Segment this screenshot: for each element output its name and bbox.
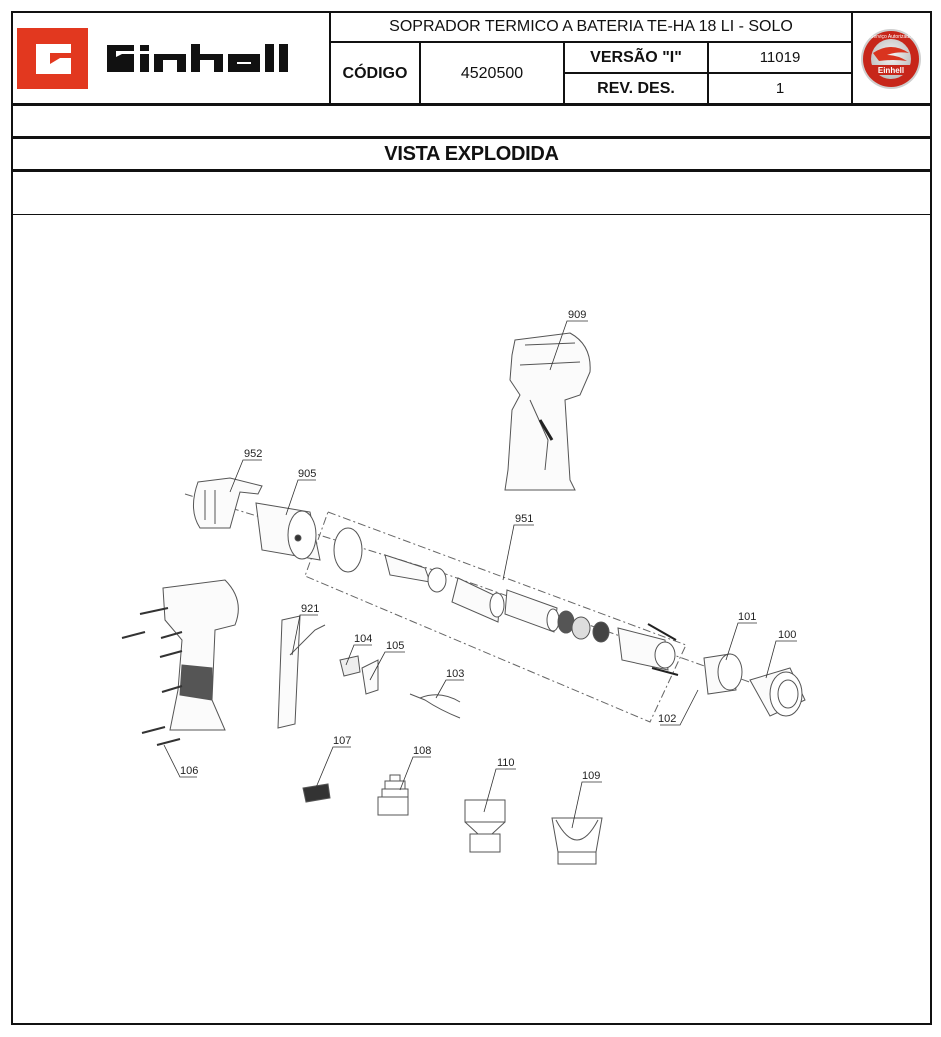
version-label: VERSÃO "I" (590, 48, 682, 66)
part-921-board (277, 615, 326, 729)
label-110: 110 (497, 757, 515, 769)
rule (11, 169, 932, 172)
part-909-housing (504, 332, 591, 491)
svg-text:Einhell: Einhell (878, 66, 904, 75)
label-108: 108 (413, 745, 431, 757)
svg-text:Serviço Autorizado: Serviço Autorizado (870, 34, 912, 40)
rule (11, 214, 932, 215)
label-102: 102 (658, 713, 676, 725)
label-100: 100 (778, 629, 796, 641)
rule (707, 42, 709, 104)
einhell-logo (16, 27, 321, 90)
label-921: 921 (301, 603, 319, 615)
authorized-service-badge: Einhell Serviço Autorizado (857, 27, 925, 91)
part-handle-left (121, 579, 239, 746)
rule (419, 42, 421, 104)
rule (11, 103, 932, 106)
rule (330, 41, 852, 43)
part-110-nozzle (464, 799, 506, 853)
rule (851, 11, 853, 104)
revision-value: 1 (775, 80, 785, 97)
document-frame (11, 11, 932, 1025)
label-106: 106 (180, 765, 198, 777)
part-105 (361, 659, 379, 695)
exploded-view-diagram: 909 952 905 951 921 104 105 103 101 100 … (13, 215, 930, 1023)
label-951: 951 (515, 513, 533, 525)
part-104 (339, 655, 361, 677)
einhell-logo-icon (17, 28, 288, 89)
label-909: 909 (568, 309, 586, 321)
part-100-nozzle (749, 667, 806, 717)
code-value: 4520500 (460, 64, 524, 82)
product-title: SOPRADOR TERMICO A BATERIA TE-HA 18 LI -… (389, 18, 793, 35)
code-label: CÓDIGO (342, 64, 408, 82)
rule (563, 42, 565, 104)
part-107-switch (302, 783, 331, 803)
part-101-ring (703, 653, 743, 695)
rule (329, 11, 331, 104)
part-108-nozzle (377, 774, 409, 816)
label-103: 103 (446, 668, 464, 680)
revision-label: REV. DES. (597, 79, 675, 97)
rule (11, 136, 932, 139)
label-101: 101 (738, 611, 756, 623)
part-103 (409, 693, 461, 719)
label-952: 952 (244, 448, 262, 460)
section-title: VISTA EXPLODIDA (384, 142, 559, 165)
service-badge-icon: Einhell Serviço Autorizado (861, 29, 921, 89)
label-905: 905 (298, 468, 316, 480)
part-109-nozzle (551, 817, 603, 865)
label-105: 105 (386, 640, 404, 652)
version-value: 11019 (759, 49, 801, 66)
label-104: 104 (354, 633, 372, 645)
label-109: 109 (582, 770, 600, 782)
part-905-motor (255, 502, 321, 561)
part-952-cap (193, 477, 263, 529)
label-107: 107 (333, 735, 351, 747)
part-951-heating-assembly (333, 527, 679, 676)
